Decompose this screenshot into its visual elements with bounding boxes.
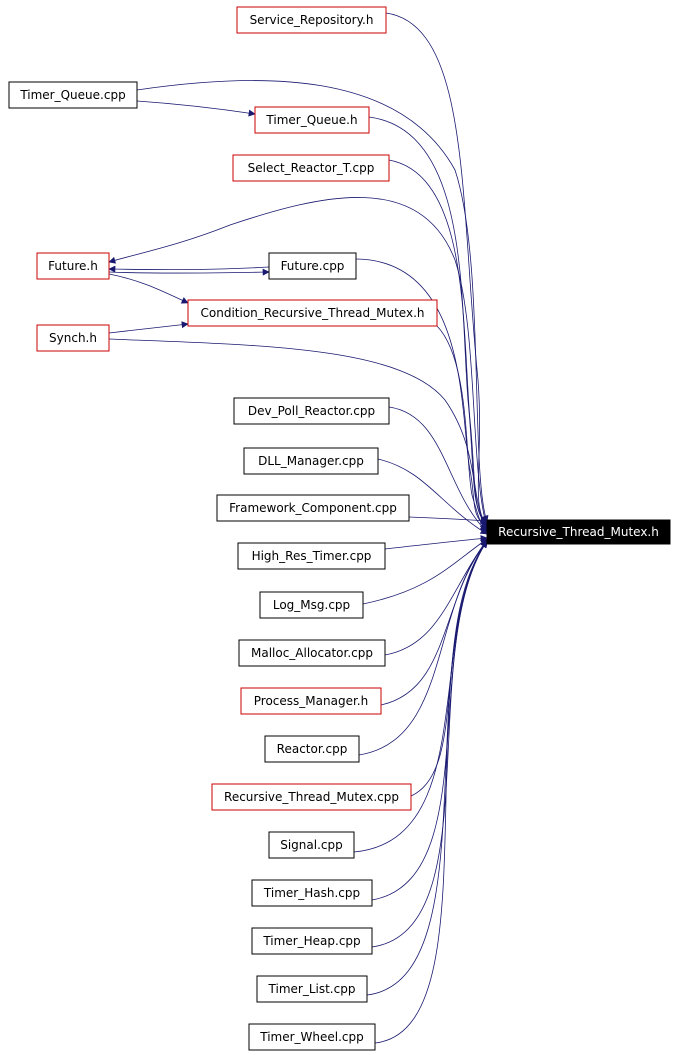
edge-future_cpp-to-future_h bbox=[108, 265, 270, 273]
node-box bbox=[8, 81, 138, 109]
node-box bbox=[268, 831, 355, 859]
node-timer-heap-cpp[interactable]: Timer_Heap.cpp bbox=[251, 927, 373, 955]
edge-timer_list_cpp-to-root bbox=[366, 540, 488, 996]
node-label: Process_Manager.h bbox=[254, 694, 368, 708]
node-timer-hash-cpp[interactable]: Timer_Hash.cpp bbox=[251, 879, 373, 907]
edge-malloc_allocator_cpp-to-root bbox=[384, 539, 488, 656]
node-box bbox=[216, 494, 410, 522]
node-timer-queue-cpp[interactable]: Timer_Queue.cpp bbox=[8, 81, 138, 109]
edge-service_repository_h-to-root bbox=[385, 12, 488, 527]
node-recursive-thread-mutex-cpp[interactable]: Recursive_Thread_Mutex.cpp bbox=[211, 783, 412, 811]
node-label: Condition_Recursive_Thread_Mutex.h bbox=[201, 306, 425, 320]
node-box bbox=[251, 927, 373, 955]
node-synch-h[interactable]: Synch.h bbox=[36, 324, 110, 352]
node-label: Framework_Component.cpp bbox=[229, 501, 397, 515]
node-label: Synch.h bbox=[49, 331, 97, 345]
node-box bbox=[211, 783, 412, 811]
node-framework-component-cpp[interactable]: Framework_Component.cpp bbox=[216, 494, 410, 522]
edge-timer_queue_h-to-root bbox=[368, 116, 488, 525]
node-label: Timer_Queue.h bbox=[265, 113, 357, 127]
edge-timer_queue_cpp-to-timer_queue_h bbox=[136, 100, 256, 117]
node-label: Reactor.cpp bbox=[277, 742, 348, 756]
node-box bbox=[248, 1023, 376, 1051]
node-future-cpp[interactable]: Future.cpp bbox=[268, 252, 357, 280]
node-high-res-timer-cpp[interactable]: High_Res_Timer.cpp bbox=[237, 542, 386, 570]
node-box bbox=[268, 252, 357, 280]
node-layer: Recursive_Thread_Mutex.h Service_Reposito… bbox=[8, 6, 671, 1051]
node-label: DLL_Manager.cpp bbox=[258, 454, 364, 468]
node-box bbox=[254, 106, 370, 134]
node-label: Log_Msg.cpp bbox=[273, 598, 350, 612]
edge-root-to-future_h bbox=[108, 197, 488, 528]
node-label: Malloc_Allocator.cpp bbox=[251, 646, 373, 660]
edge-synch_h-to-condition_recursive_thread_mutex_h bbox=[108, 321, 189, 334]
edge-dev_poll_reactor_cpp-to-root bbox=[388, 406, 488, 533]
edge-synch_h-to-root bbox=[108, 338, 488, 531]
node-dev-poll-reactor-cpp[interactable]: Dev_Poll_Reactor.cpp bbox=[233, 397, 390, 425]
node-future-h[interactable]: Future.h bbox=[36, 252, 110, 280]
node-label: Dev_Poll_Reactor.cpp bbox=[248, 404, 375, 418]
node-box bbox=[237, 542, 386, 570]
node-box bbox=[233, 397, 390, 425]
node-box bbox=[36, 324, 110, 352]
edge-timer_wheel_cpp-to-root bbox=[374, 540, 488, 1044]
node-select-reactor-t-cpp[interactable]: Select_Reactor_T.cpp bbox=[232, 154, 390, 182]
edge-future_h-to-future_cpp bbox=[108, 268, 270, 276]
node-reactor-cpp[interactable]: Reactor.cpp bbox=[264, 735, 360, 763]
node-label: Future.cpp bbox=[281, 259, 345, 273]
node-timer-queue-h[interactable]: Timer_Queue.h bbox=[254, 106, 370, 134]
node-box bbox=[240, 687, 382, 715]
edge-reactor_cpp-to-root bbox=[358, 540, 488, 756]
node-malloc-allocator-cpp[interactable]: Malloc_Allocator.cpp bbox=[238, 639, 386, 667]
node-box bbox=[232, 154, 390, 182]
edge-log_msg_cpp-to-root bbox=[362, 538, 488, 605]
node-box bbox=[236, 6, 387, 34]
edge-timer_hash_cpp-to-root bbox=[371, 540, 488, 901]
edge-timer_queue_cpp-to-root bbox=[136, 80, 489, 523]
node-box bbox=[251, 879, 373, 907]
node-label: Select_Reactor_T.cpp bbox=[248, 161, 375, 175]
node-timer-list-cpp[interactable]: Timer_List.cpp bbox=[256, 975, 368, 1003]
node-box bbox=[486, 519, 671, 545]
node-dll-manager-cpp[interactable]: DLL_Manager.cpp bbox=[243, 447, 379, 475]
node-box bbox=[238, 639, 386, 667]
edge-recursive_thread_mutex_cpp-to-root bbox=[410, 540, 488, 797]
node-box bbox=[264, 735, 360, 763]
node-label: Timer_Queue.cpp bbox=[19, 88, 125, 102]
node-label: Timer_List.cpp bbox=[268, 982, 356, 996]
node-label: High_Res_Timer.cpp bbox=[252, 549, 372, 563]
node-label: Future.h bbox=[48, 259, 98, 273]
node-box bbox=[259, 591, 364, 619]
node-label: Timer_Wheel.cpp bbox=[259, 1030, 364, 1044]
node-log-msg-cpp[interactable]: Log_Msg.cpp bbox=[259, 591, 364, 619]
edge-framework_component_cpp-to-root bbox=[408, 516, 488, 525]
node-box bbox=[243, 447, 379, 475]
edge-high_res_timer_cpp-to-root bbox=[384, 535, 488, 550]
edge-layer bbox=[108, 12, 489, 1044]
node-label: Signal.cpp bbox=[280, 838, 343, 852]
node-label: Recursive_Thread_Mutex.h bbox=[498, 525, 659, 539]
node-timer-wheel-cpp[interactable]: Timer_Wheel.cpp bbox=[248, 1023, 376, 1051]
edge-future_h-to-condition_recursive_thread_mutex_h bbox=[108, 273, 189, 304]
node-condition-recursive-thread-mutex-h[interactable]: Condition_Recursive_Thread_Mutex.h bbox=[187, 299, 438, 327]
node-label: Timer_Heap.cpp bbox=[262, 934, 360, 948]
node-box bbox=[256, 975, 368, 1003]
node-process-manager-h[interactable]: Process_Manager.h bbox=[240, 687, 382, 715]
node-signal-cpp[interactable]: Signal.cpp bbox=[268, 831, 355, 859]
node-box bbox=[187, 299, 438, 327]
node-box bbox=[36, 252, 110, 280]
node-label: Recursive_Thread_Mutex.cpp bbox=[224, 790, 399, 804]
node-service-repository-h[interactable]: Service_Repository.h bbox=[236, 6, 387, 34]
node-root: Recursive_Thread_Mutex.h bbox=[486, 519, 671, 545]
edge-future_cpp-to-root bbox=[355, 258, 488, 529]
edge-select_reactor_t_cpp-to-root bbox=[388, 159, 488, 526]
node-label: Timer_Hash.cpp bbox=[263, 886, 360, 900]
node-label: Service_Repository.h bbox=[250, 13, 374, 27]
edge-dll_manager_cpp-to-root bbox=[377, 458, 488, 535]
